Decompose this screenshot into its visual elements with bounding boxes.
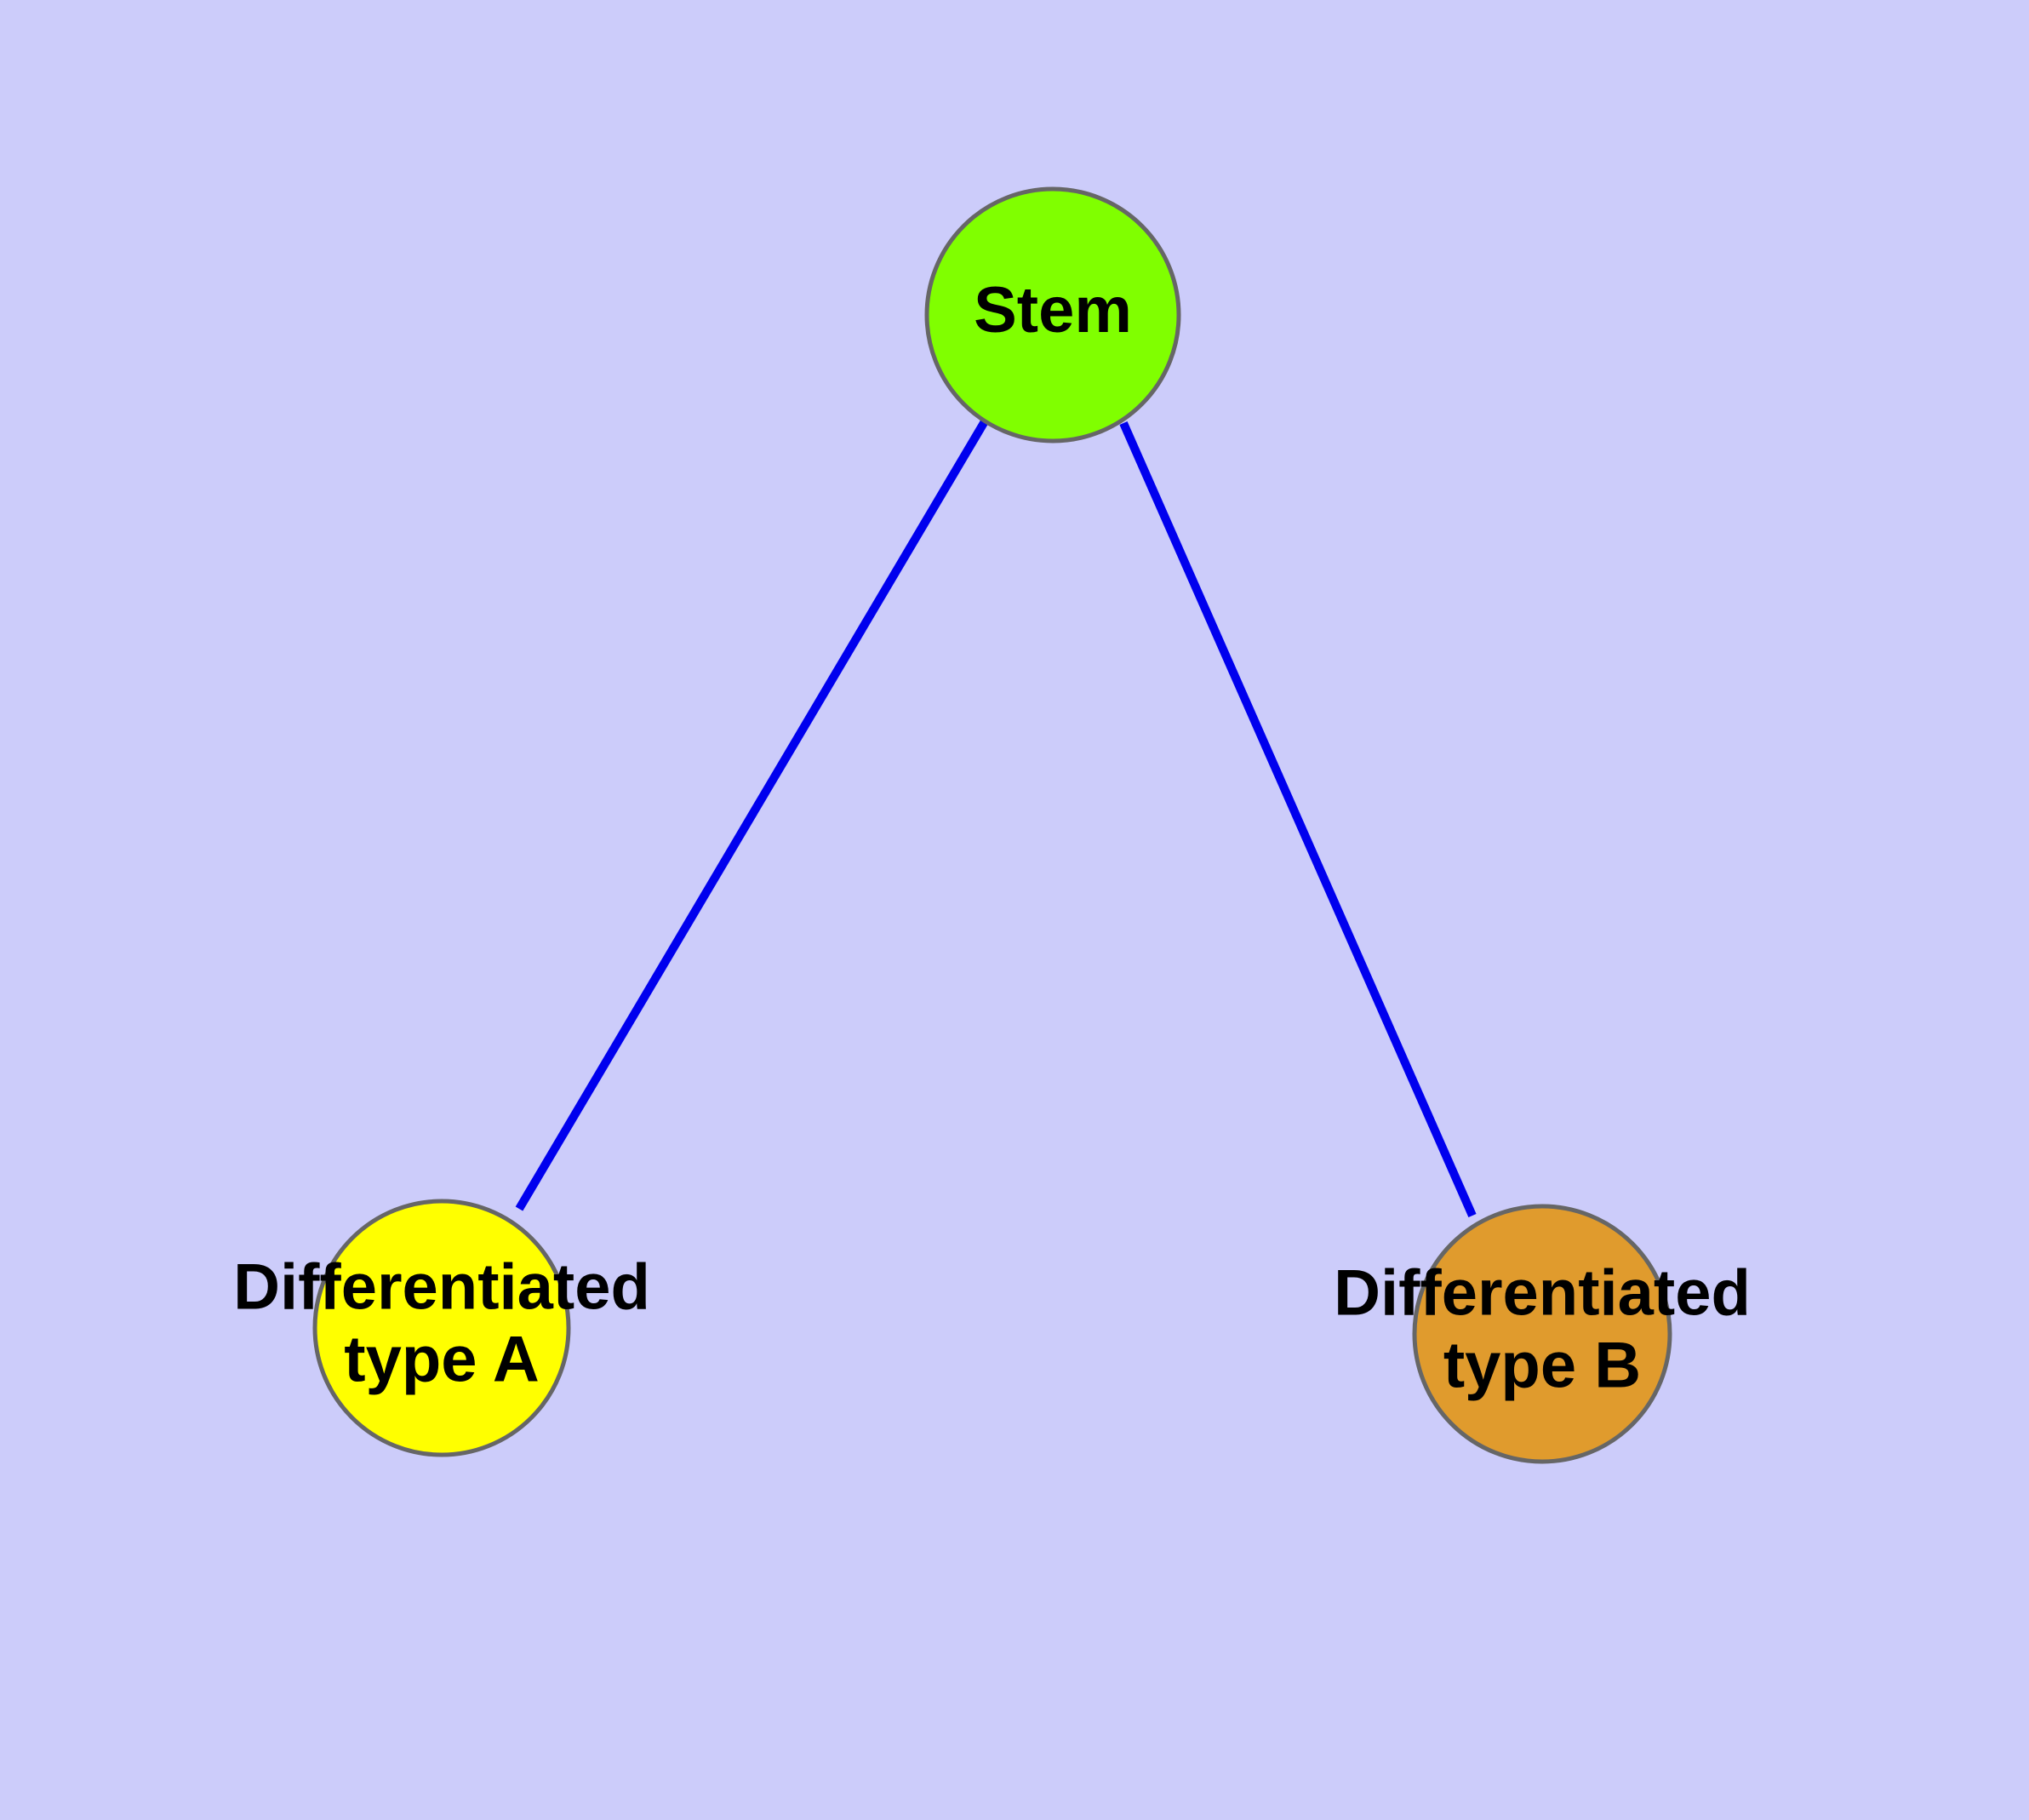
graph-node-diff-a[interactable] xyxy=(312,1199,571,1457)
edges-layer xyxy=(515,419,1477,1218)
node-label-line: type A xyxy=(344,1324,539,1396)
node-label-line: Differentiated xyxy=(1334,1257,1751,1330)
graph-edge-stem-to-diff-a[interactable] xyxy=(515,419,989,1211)
graph-node-diff-b[interactable] xyxy=(1412,1204,1672,1464)
graph-node-stem[interactable] xyxy=(924,186,1181,444)
node-label-stem: Stem xyxy=(974,274,1132,346)
graph-edge-stem-to-diff-b[interactable] xyxy=(1119,421,1477,1218)
node-label-line: type B xyxy=(1443,1330,1641,1402)
nodes-layer xyxy=(312,186,1672,1464)
node-label-line: Stem xyxy=(974,274,1132,346)
node-label-line: Differentiated xyxy=(233,1251,650,1324)
